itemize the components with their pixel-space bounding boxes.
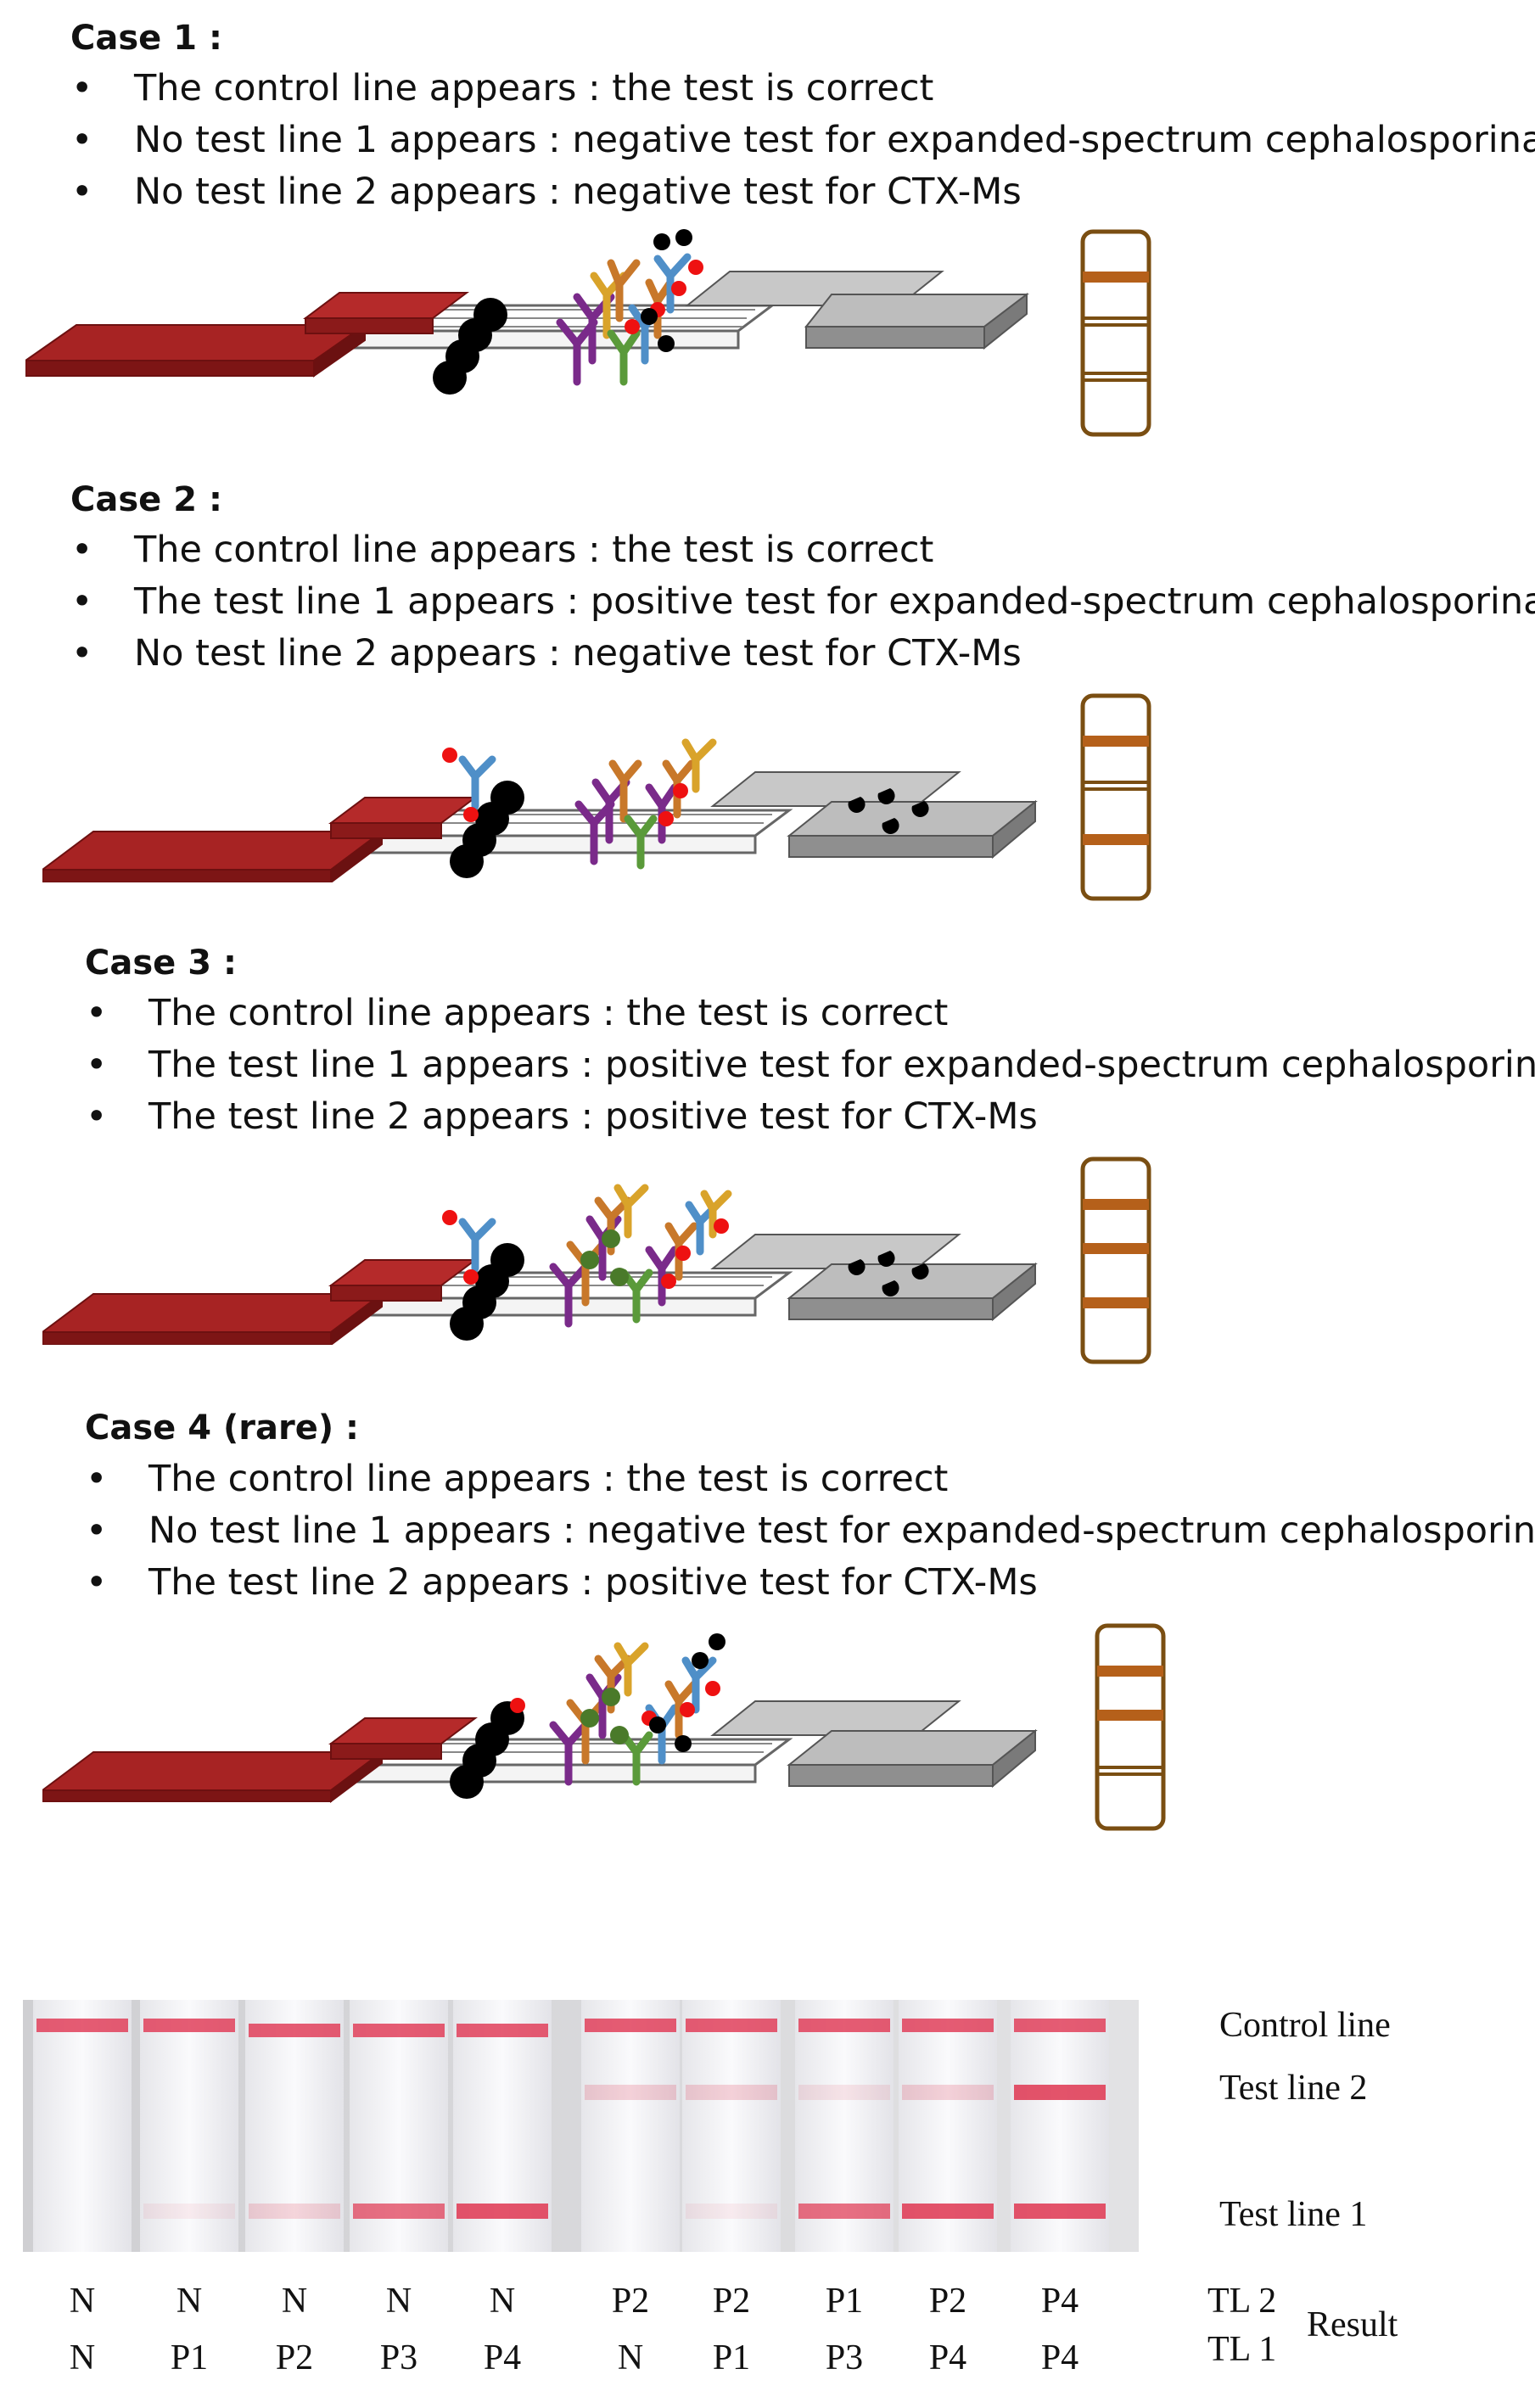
tl1-result: P4 <box>901 2338 994 2378</box>
tl2-result: P1 <box>798 2281 891 2321</box>
bullet-item: •The control line appears : the test is … <box>134 63 1535 115</box>
test-line-1-band <box>798 2204 890 2219</box>
tl2-result: N <box>456 2281 549 2321</box>
control-band <box>353 2024 445 2037</box>
tl1-result: N <box>36 2338 129 2378</box>
tl1-result: P3 <box>798 2338 891 2378</box>
result-label: Result <box>1307 2304 1398 2345</box>
lateral-flow-illustration <box>42 1616 1061 1803</box>
bullet-item: •The test line 1 appears : positive test… <box>148 1039 1535 1091</box>
bullet-item: •The test line 2 appears : positive test… <box>148 1557 1535 1609</box>
tl1-result: P1 <box>143 2338 236 2378</box>
case-title: Case 4 (rare) : <box>85 1408 359 1448</box>
result-strip-icon <box>1080 693 1151 901</box>
case-bullets: •The control line appears : the test is … <box>148 988 1535 1143</box>
control-band <box>36 2019 128 2032</box>
tl2-result: P2 <box>901 2281 994 2321</box>
tl2-result: N <box>352 2281 445 2321</box>
control-band <box>457 2024 548 2037</box>
case-bullets: •The control line appears : the test is … <box>148 1453 1535 1609</box>
tl1-result: P1 <box>685 2338 778 2378</box>
control-band <box>798 2019 890 2032</box>
bullet-item: •No test line 1 appears : negative test … <box>134 115 1535 166</box>
test-line-2-label: Test line 2 <box>1219 2068 1367 2108</box>
test-line-1-band <box>1014 2204 1106 2219</box>
test-line-1-band <box>143 2204 235 2219</box>
control-band <box>585 2019 676 2032</box>
result-strip-icon <box>1080 229 1151 437</box>
test-line-1-label: Test line 1 <box>1219 2194 1367 2235</box>
result-strip-icon <box>1080 1156 1151 1364</box>
tl1-result: P3 <box>352 2338 445 2378</box>
bullet-item: •The control line appears : the test is … <box>148 1453 1535 1505</box>
test-line-2-band <box>1014 2085 1106 2100</box>
tl1-result: N <box>584 2338 677 2378</box>
tl1-row-label: TL 1 <box>1207 2329 1276 2370</box>
control-band <box>1014 2019 1106 2032</box>
strips-photo-graphic <box>23 2000 1139 2252</box>
lateral-flow-illustration <box>42 713 1061 882</box>
bullet-item: •The control line appears : the test is … <box>148 988 1535 1039</box>
control-band <box>143 2019 235 2032</box>
test-line-2-band <box>798 2085 890 2100</box>
bullet-item: •The test line 2 appears : positive test… <box>148 1091 1535 1143</box>
test-line-1-band <box>353 2204 445 2219</box>
tl2-result: N <box>248 2281 341 2321</box>
case-bullets: •The control line appears : the test is … <box>134 524 1535 680</box>
tl1-result: P4 <box>456 2338 549 2378</box>
bullet-item: •The test line 1 appears : positive test… <box>134 576 1535 628</box>
test-line-1-band <box>686 2204 777 2219</box>
tl2-result: P2 <box>685 2281 778 2321</box>
lateral-flow-illustration <box>42 1167 1061 1345</box>
photo-strip <box>581 2000 680 2252</box>
test-line-2-band <box>686 2085 777 2100</box>
test-line-2-band <box>902 2085 994 2100</box>
bullet-item: •No test line 2 appears : negative test … <box>134 166 1535 218</box>
lateral-flow-illustration <box>25 225 1044 412</box>
photo-strip <box>33 2000 132 2252</box>
tl1-result: P2 <box>248 2338 341 2378</box>
test-line-1-band <box>249 2204 340 2219</box>
tl2-result: P2 <box>584 2281 677 2321</box>
tl2-row-label: TL 2 <box>1207 2281 1276 2321</box>
tl2-result: P4 <box>1013 2281 1106 2321</box>
tl1-result: P4 <box>1013 2338 1106 2378</box>
case-title: Case 2 : <box>70 480 222 519</box>
bullet-item: •The control line appears : the test is … <box>134 524 1535 576</box>
control-band <box>249 2024 340 2037</box>
bullet-item: •No test line 2 appears : negative test … <box>134 628 1535 680</box>
test-line-1-band <box>457 2204 548 2219</box>
result-strip-icon <box>1095 1623 1166 1831</box>
bullet-item: •No test line 1 appears : negative test … <box>148 1505 1535 1557</box>
test-line-2-band <box>585 2085 676 2100</box>
case-title: Case 1 : <box>70 19 222 58</box>
control-band <box>686 2019 777 2032</box>
tl2-result: N <box>143 2281 236 2321</box>
test-strips-photo <box>23 2000 1139 2252</box>
case-title: Case 3 : <box>85 944 237 983</box>
control-line-label: Control line <box>1219 2005 1391 2046</box>
case-bullets: •The control line appears : the test is … <box>134 63 1535 218</box>
control-band <box>902 2019 994 2032</box>
test-line-1-band <box>902 2204 994 2219</box>
tl2-result: N <box>36 2281 129 2321</box>
